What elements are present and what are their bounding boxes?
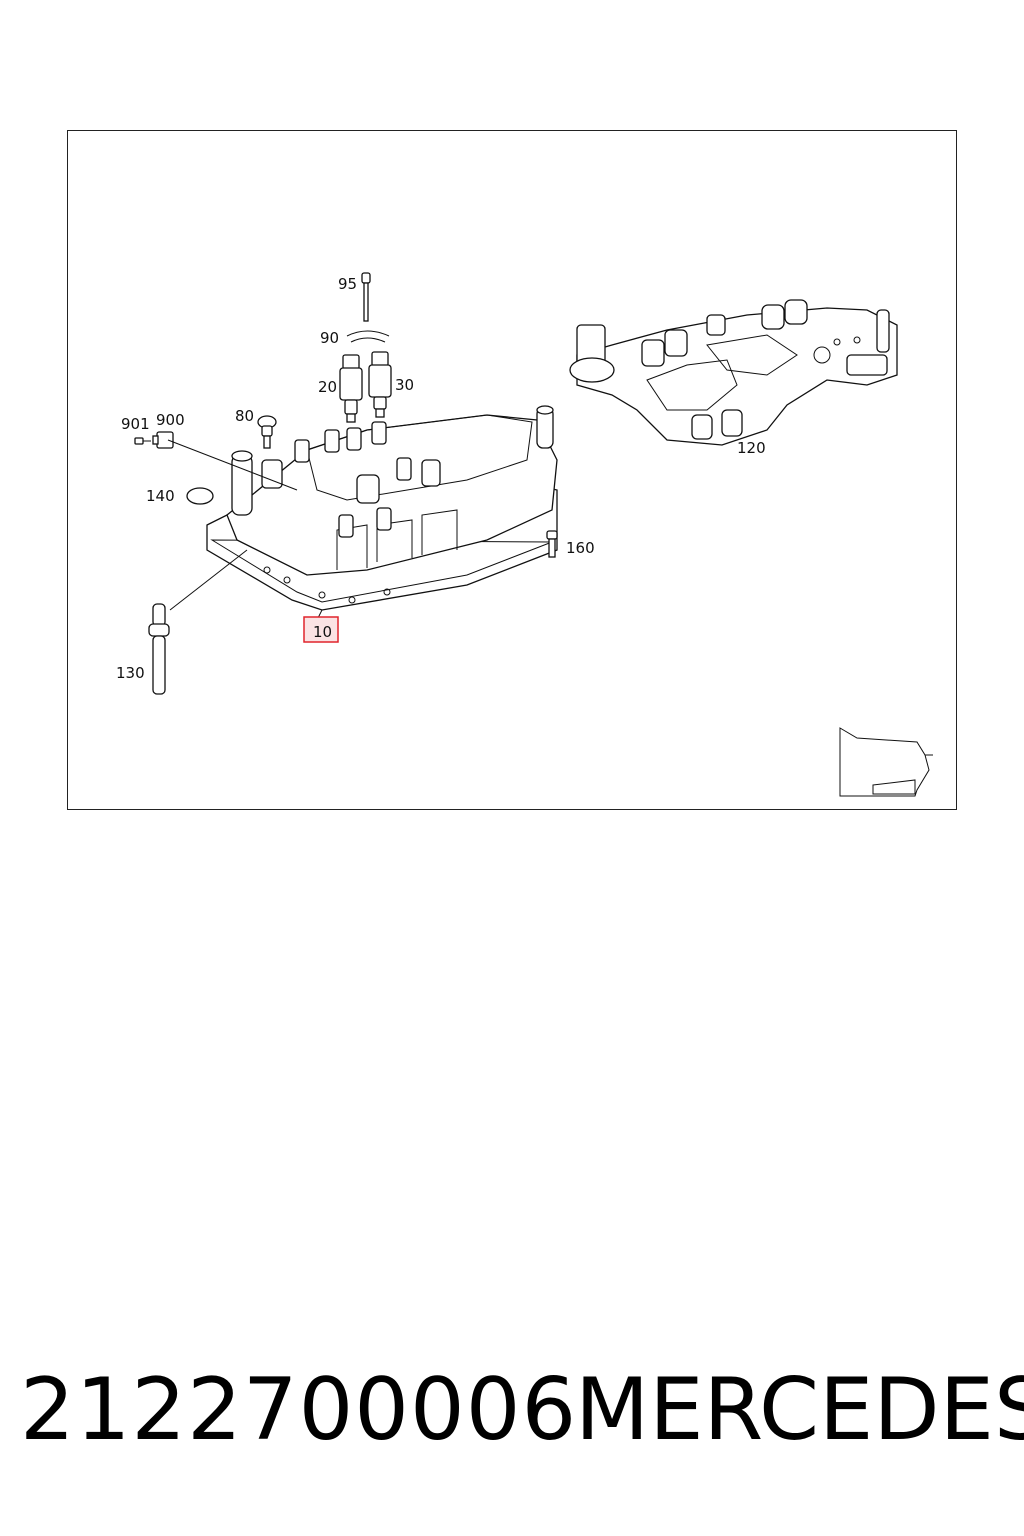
exploded-parts-diagram: 95 90 20 30 901 900 80 140 160 130 10 12…	[116, 272, 933, 797]
callout-140: 140	[146, 487, 175, 505]
bolt-160	[546, 530, 558, 558]
callout-95: 95	[338, 275, 357, 293]
solenoid-30	[368, 351, 392, 418]
callout-80: 80	[235, 407, 254, 425]
brand-name: MERCEDES	[575, 1360, 1024, 1460]
callout-160: 160	[566, 539, 595, 557]
o-ring-140	[186, 487, 214, 505]
clip-90	[346, 330, 390, 343]
callout-900: 900	[156, 411, 185, 429]
valve-body-assembly	[206, 405, 558, 611]
bolt-95	[361, 272, 371, 322]
screw-80	[257, 415, 277, 449]
callout-130: 130	[116, 664, 145, 682]
callout-20: 20	[318, 378, 337, 396]
callout-10: 10	[313, 623, 332, 641]
callout-90: 90	[320, 329, 339, 347]
connector-900	[152, 431, 174, 449]
callout-10-highlight	[303, 616, 339, 643]
transmission-thumbnail	[839, 727, 933, 797]
tube-130	[148, 603, 170, 695]
part-number: 2122700006	[20, 1360, 578, 1460]
solenoid-20	[339, 354, 363, 423]
callout-30: 30	[395, 376, 414, 394]
callout-901: 901	[121, 415, 150, 433]
footer: 2122700006 MERCEDES	[0, 1360, 1024, 1480]
pin-901	[134, 437, 151, 445]
callout-120: 120	[737, 439, 766, 457]
control-plate-assembly	[569, 299, 898, 446]
diagram-frame	[67, 130, 957, 810]
